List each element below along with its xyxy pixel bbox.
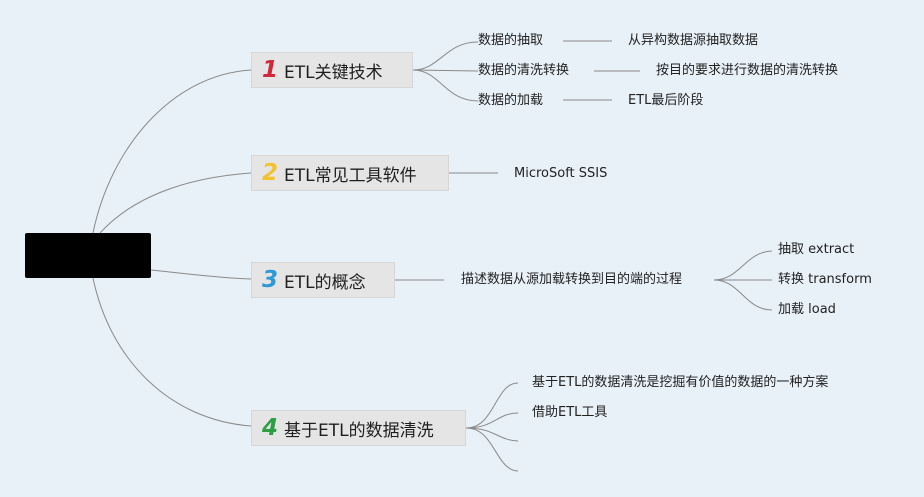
- number-4-badge: 4: [262, 415, 279, 441]
- subtopic-cleaning-solution[interactable]: 基于ETL的数据清洗是挖掘有价值的数据的一种方案: [532, 375, 829, 390]
- subtopic-clean-transform[interactable]: 数据的清洗转换: [478, 63, 570, 78]
- subtopic-etl-tool[interactable]: 借助ETL工具: [532, 405, 608, 420]
- topic-label: 基于ETL的数据清洗: [284, 420, 434, 441]
- subtopic-ssis[interactable]: MicroSoft SSIS: [514, 166, 608, 181]
- subtopic-load[interactable]: 数据的加载: [478, 93, 544, 108]
- link-topic1-child3: [412, 69, 479, 102]
- link-topic4-child4: [465, 427, 519, 472]
- leaf-extract[interactable]: 抽取 extract: [778, 242, 855, 257]
- topic-etl-data-cleaning[interactable]: 4 基于ETL的数据清洗: [251, 410, 466, 446]
- link-root-topic2: [99, 172, 252, 234]
- number-1-badge: 1: [262, 57, 279, 83]
- link-topic4-child1: [465, 382, 519, 429]
- link-topic4-child2: [465, 412, 519, 429]
- detail-extract[interactable]: 从异构数据源抽取数据: [628, 33, 759, 48]
- number-2-badge: 2: [262, 160, 279, 186]
- detail-clean-transform[interactable]: 按目的要求进行数据的清洗转换: [656, 63, 839, 78]
- link-topic1-child2: [412, 69, 479, 72]
- link-topic3-grand3: [713, 279, 773, 311]
- detail-load[interactable]: ETL最后阶段: [628, 93, 704, 108]
- subtopic-extract[interactable]: 数据的抽取: [478, 33, 544, 48]
- link-root-topic3: [150, 269, 252, 280]
- number-3-badge: 3: [262, 267, 279, 293]
- topic-etl-concept[interactable]: 3 ETL的概念: [251, 262, 395, 298]
- topic-label: ETL的概念: [284, 272, 366, 293]
- topic-label: ETL关键技术: [284, 62, 383, 83]
- topic-label: ETL常见工具软件: [284, 165, 417, 186]
- leaf-load[interactable]: 加载 load: [778, 302, 836, 317]
- link-root-topic4: [92, 277, 252, 427]
- link-topic3-grand1: [713, 250, 773, 281]
- topic-etl-tools[interactable]: 2 ETL常见工具软件: [251, 155, 449, 191]
- subtopic-concept-desc[interactable]: 描述数据从源加载转换到目的端的过程: [461, 272, 683, 287]
- link-topic4-child3: [465, 427, 519, 442]
- link-topic1-child1: [412, 41, 479, 71]
- topic-etl-key-tech[interactable]: 1 ETL关键技术: [251, 52, 413, 88]
- root-node[interactable]: [25, 233, 151, 278]
- link-root-topic1: [92, 69, 252, 234]
- leaf-transform[interactable]: 转换 transform: [778, 272, 872, 287]
